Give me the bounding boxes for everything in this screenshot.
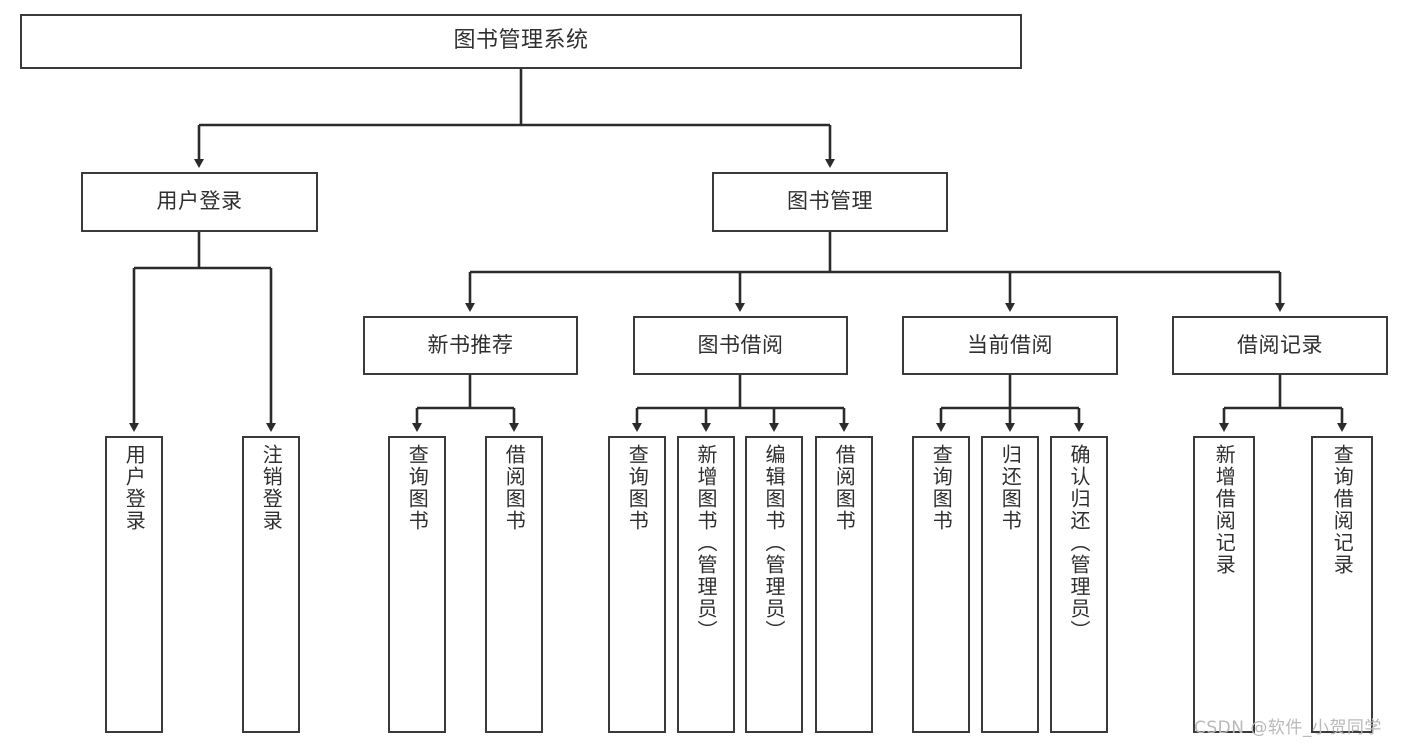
leaf-user-logout[interactable]: 注销登录 xyxy=(242,436,300,733)
leaf-borrow-book[interactable]: 借阅图书 xyxy=(815,436,873,733)
node-borrow-record[interactable]: 借阅记录 xyxy=(1172,316,1388,375)
node-label: 查询图书 xyxy=(405,444,430,532)
node-book-borrow[interactable]: 图书借阅 xyxy=(633,316,848,375)
node-current-borrow[interactable]: 当前借阅 xyxy=(902,316,1118,375)
node-label: 编辑图书（管理员） xyxy=(762,444,786,642)
node-label: 借阅图书 xyxy=(832,444,857,532)
node-label: 用户登录 xyxy=(122,444,147,532)
leaf-query-book-current[interactable]: 查询图书 xyxy=(912,436,970,733)
leaf-user-login[interactable]: 用户登录 xyxy=(105,436,163,733)
node-label: 图书借阅 xyxy=(697,332,784,357)
node-label: 借阅记录 xyxy=(1237,332,1323,357)
node-label: 查询借阅记录 xyxy=(1330,444,1355,576)
node-label: 新增图书（管理员） xyxy=(694,444,718,642)
node-label: 图书管理系统 xyxy=(453,28,589,54)
node-book-management[interactable]: 图书管理 xyxy=(712,172,948,232)
leaf-return-book[interactable]: 归还图书 xyxy=(981,436,1039,733)
leaf-query-book-borrow[interactable]: 查询图书 xyxy=(608,436,666,733)
leaf-query-borrow-record[interactable]: 查询借阅记录 xyxy=(1311,436,1373,733)
leaf-add-book-admin[interactable]: 新增图书（管理员） xyxy=(677,436,735,733)
node-label: 用户登录 xyxy=(156,189,243,214)
leaf-borrow-book-recommend[interactable]: 借阅图书 xyxy=(485,436,543,733)
leaf-query-book-recommend[interactable]: 查询图书 xyxy=(388,436,446,733)
node-label: 当前借阅 xyxy=(967,332,1053,357)
node-label: 归还图书 xyxy=(998,444,1023,532)
leaf-edit-book-admin[interactable]: 编辑图书（管理员） xyxy=(745,436,803,733)
node-label: 新书推荐 xyxy=(427,332,514,357)
node-user-login[interactable]: 用户登录 xyxy=(81,172,318,232)
node-label: 查询图书 xyxy=(929,444,954,532)
leaf-confirm-return-admin[interactable]: 确认归还（管理员） xyxy=(1050,436,1108,733)
node-label: 注销登录 xyxy=(259,444,284,532)
csdn-watermark: CSDN @软件_小贺同学 xyxy=(1194,718,1382,738)
node-root-library-system[interactable]: 图书管理系统 xyxy=(20,14,1022,69)
node-label: 图书管理 xyxy=(787,189,873,214)
node-new-book-recommend[interactable]: 新书推荐 xyxy=(363,316,578,375)
node-label: 查询图书 xyxy=(625,444,650,532)
node-label: 新增借阅记录 xyxy=(1212,444,1237,576)
leaf-add-borrow-record[interactable]: 新增借阅记录 xyxy=(1193,436,1255,733)
node-label: 确认归还（管理员） xyxy=(1067,444,1091,642)
node-label: 借阅图书 xyxy=(502,444,527,532)
